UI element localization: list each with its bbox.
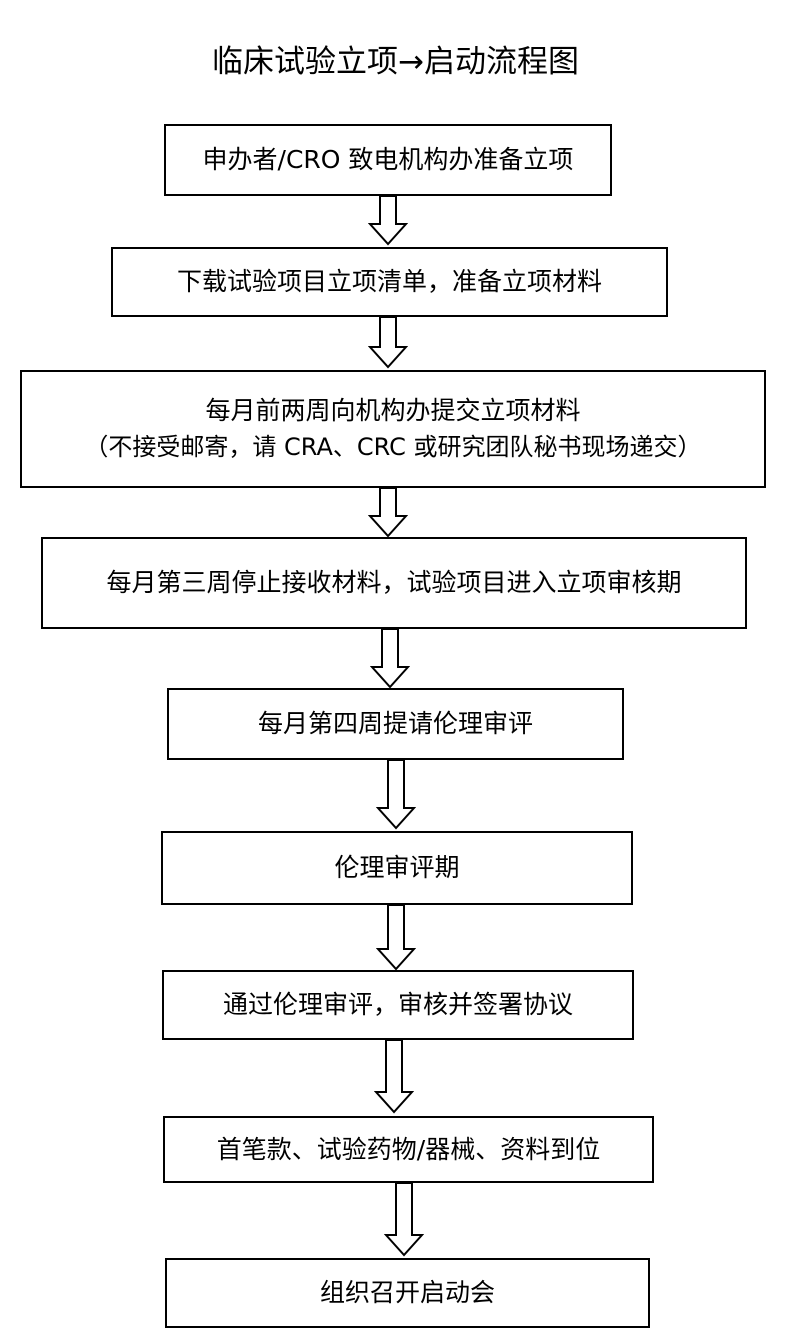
step-3-text-line1: 每月前两周向机构办提交立项材料 <box>205 396 581 425</box>
down-arrow-icon <box>376 760 416 830</box>
step-9-text: 组织召开启动会 <box>319 1278 495 1307</box>
step-8-text: 首笔款、试验药物/器械、资料到位 <box>216 1134 601 1164</box>
down-arrow-icon <box>370 629 410 689</box>
down-arrow-icon <box>368 488 408 538</box>
step-5-text: 每月第四周提请伦理审评 <box>257 709 533 738</box>
step-3-text-line2: （不接受邮寄，请 CRA、CRC 或研究团队秘书现场递交） <box>84 433 702 461</box>
flowchart-title: 临床试验立项→启动流程图 <box>212 44 579 80</box>
step-box-3: 每月前两周向机构办提交立项材料 （不接受邮寄，请 CRA、CRC 或研究团队秘书… <box>20 370 766 488</box>
down-arrow-icon <box>368 317 408 369</box>
step-6-text: 伦理审评期 <box>334 853 460 882</box>
step-box-9: 组织召开启动会 <box>165 1258 650 1328</box>
step-box-8: 首笔款、试验药物/器械、资料到位 <box>163 1116 654 1183</box>
step-box-6: 伦理审评期 <box>161 831 633 905</box>
step-2-text: 下载试验项目立项清单，准备立项材料 <box>176 267 602 296</box>
step-box-7: 通过伦理审评，审核并签署协议 <box>162 970 634 1040</box>
step-box-5: 每月第四周提请伦理审评 <box>167 688 624 760</box>
down-arrow-icon <box>374 1040 414 1114</box>
step-box-4: 每月第三周停止接收材料，试验项目进入立项审核期 <box>41 537 747 629</box>
step-1-text: 申办者/CRO 致电机构办准备立项 <box>202 145 574 174</box>
down-arrow-icon <box>384 1183 424 1257</box>
step-box-1: 申办者/CRO 致电机构办准备立项 <box>164 124 612 196</box>
step-7-text: 通过伦理审评，审核并签署协议 <box>222 990 573 1019</box>
step-4-text: 每月第三周停止接收材料，试验项目进入立项审核期 <box>106 568 682 597</box>
down-arrow-icon <box>376 905 416 971</box>
down-arrow-icon <box>368 196 408 246</box>
step-box-2: 下载试验项目立项清单，准备立项材料 <box>111 247 668 317</box>
